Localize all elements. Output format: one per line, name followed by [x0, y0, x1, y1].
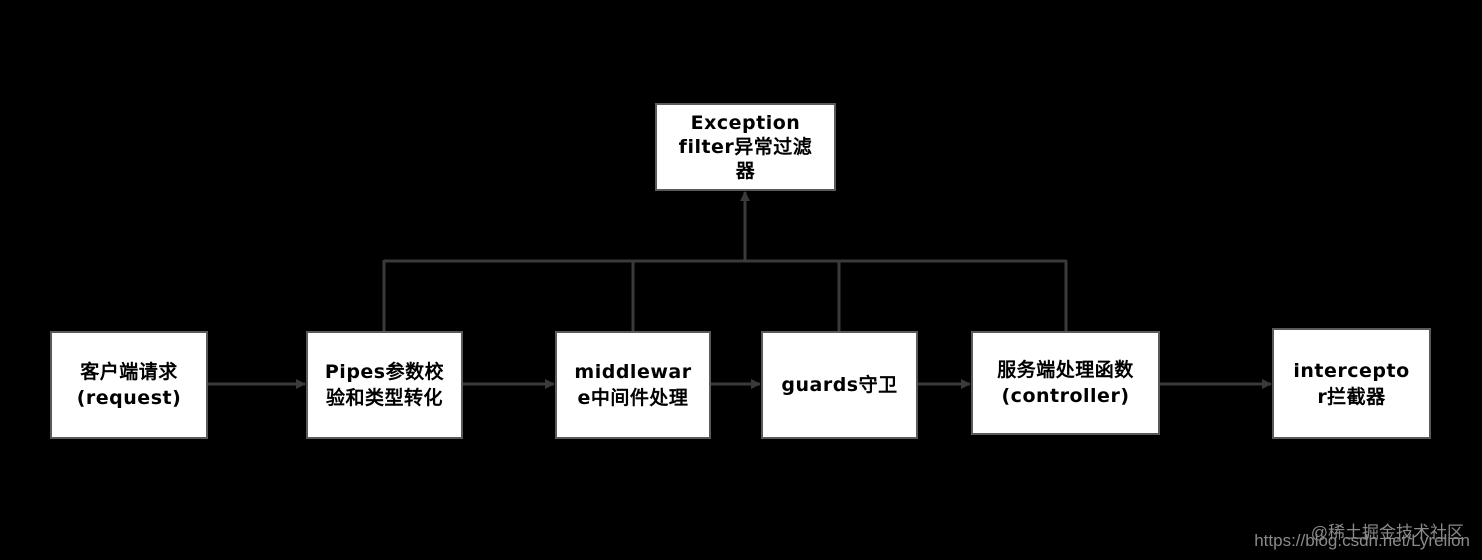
node-middleware-line-1: middlewar — [574, 361, 692, 383]
node-interceptor-line-1: intercepto — [1293, 359, 1410, 382]
node-client-request-line-1: 客户端请求 — [80, 361, 178, 383]
node-interceptor-line-2: r拦截器 — [1317, 385, 1386, 408]
node-pipes-line-2: 验和类型转化 — [325, 387, 443, 409]
node-client-request-line-2: (request) — [76, 387, 182, 409]
node-exception-filter-line-1: Exception — [690, 112, 801, 134]
node-exception-filter: Exception filter异常过滤 器 — [655, 103, 836, 191]
watermark-juejin: @稀土掘金技术社区 — [1310, 523, 1464, 542]
node-middleware: middlewar e中间件处理 — [555, 331, 711, 439]
node-controller: 服务端处理函数 (controller) — [971, 331, 1160, 435]
node-guards-line-1: guards守卫 — [781, 374, 898, 396]
node-controller-line-1: 服务端处理函数 — [997, 359, 1134, 381]
node-middleware-line-2: e中间件处理 — [577, 387, 689, 409]
node-exception-filter-line-3: 器 — [735, 160, 756, 182]
watermark-csdn-url: https://blog.csdn.net/Lyrelion — [1254, 531, 1470, 550]
node-interceptor: intercepto r拦截器 — [1272, 328, 1431, 439]
node-pipes: Pipes参数校 验和类型转化 — [306, 331, 463, 439]
node-client-request: 客户端请求 (request) — [50, 331, 208, 439]
node-guards: guards守卫 — [761, 331, 918, 439]
node-pipes-line-1: Pipes参数校 — [324, 361, 445, 383]
node-controller-line-2: (controller) — [1001, 385, 1130, 407]
node-exception-filter-line-2: filter异常过滤 — [678, 136, 813, 158]
